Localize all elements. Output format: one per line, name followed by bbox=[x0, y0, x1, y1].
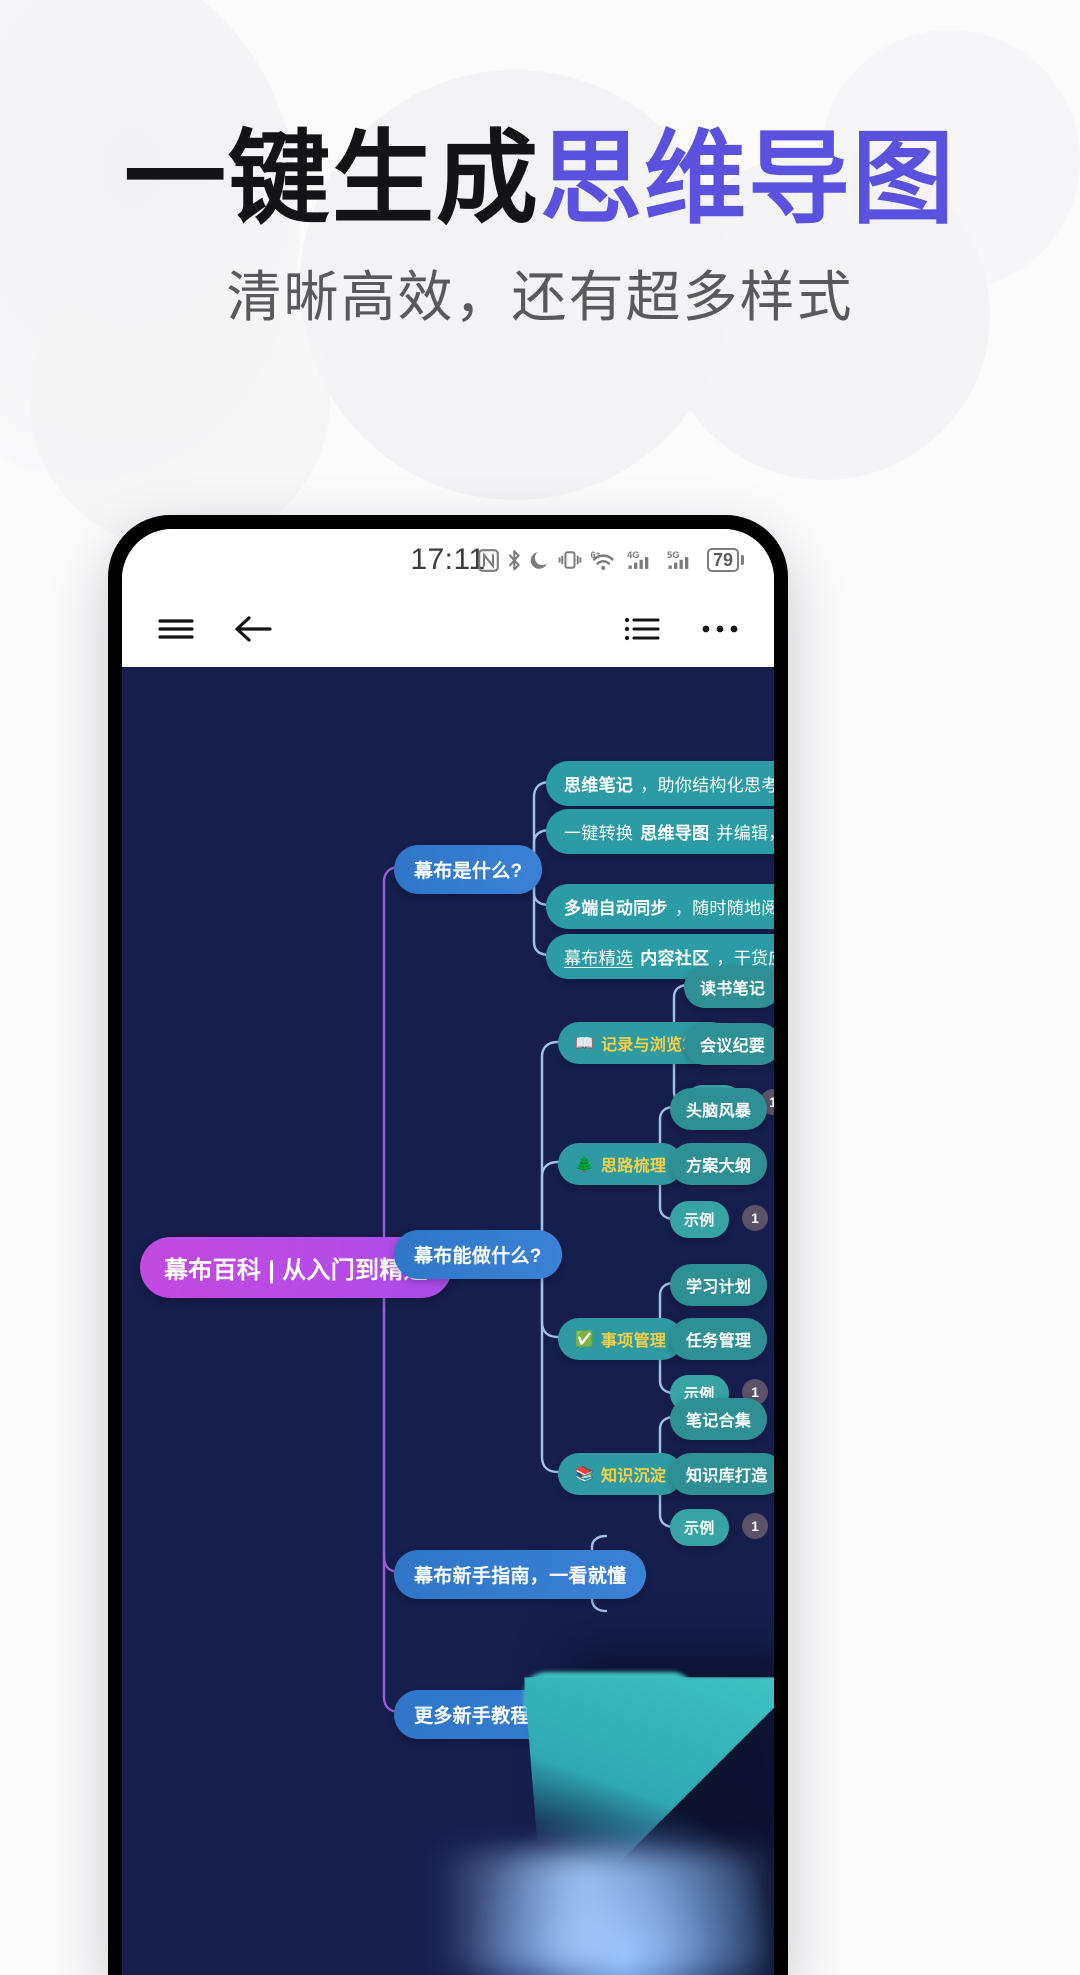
status-clock: 17:11 bbox=[410, 543, 486, 576]
more-dots-icon[interactable] bbox=[700, 622, 740, 636]
item-label: 知识库打造 bbox=[686, 1468, 768, 1485]
svg-text:+: + bbox=[596, 551, 600, 558]
leaf-bold: 内容社区 bbox=[640, 949, 710, 968]
leaf-bold: 思维笔记 bbox=[564, 776, 634, 795]
book-emoji-icon: 📖 bbox=[575, 1034, 594, 1052]
leaf-bold: 多端自动同步 bbox=[564, 899, 668, 918]
status-bar: 17:11 6 + bbox=[122, 529, 774, 591]
item-label: 笔记合集 bbox=[686, 1413, 752, 1430]
leaf-bold: 思维导图 bbox=[640, 824, 710, 843]
promo-headline-accent: 思维导图 bbox=[540, 122, 956, 236]
mindmap-item-node[interactable]: 方案大纲 bbox=[670, 1143, 768, 1185]
outline-list-icon[interactable] bbox=[622, 613, 662, 645]
svg-text:4G: 4G bbox=[627, 550, 640, 561]
nfc-icon bbox=[478, 548, 499, 572]
mindmap-example-node[interactable]: 示例 bbox=[670, 1201, 729, 1238]
mindmap-item-node[interactable]: 笔记合集 bbox=[670, 1398, 768, 1440]
background-decoration bbox=[0, 0, 1080, 550]
example-label: 示例 bbox=[684, 1212, 715, 1229]
item-label: 方案大纲 bbox=[686, 1158, 752, 1175]
badge-count: 1 bbox=[751, 1384, 759, 1400]
signal-4g-icon: 4G bbox=[627, 549, 659, 572]
mindmap-item-node[interactable]: 任务管理 bbox=[670, 1318, 768, 1360]
leaf-bold-pre: 一键转换 bbox=[564, 824, 634, 843]
svg-text:6: 6 bbox=[590, 550, 595, 560]
mindmap-node-label: 幕布新手指南，一看就懂 bbox=[414, 1566, 627, 1587]
mindmap-node-label: 幕布能做什么? bbox=[414, 1246, 542, 1267]
badge-count: 1 bbox=[751, 1518, 759, 1534]
do-not-disturb-moon-icon bbox=[530, 550, 550, 571]
mindmap-group-node[interactable]: ✅ 事项管理 bbox=[558, 1318, 684, 1360]
mindmap-canvas[interactable]: 幕布百科 | 从入门到精通 幕布是什么? 思维笔记，助你结构化思考 一键转换思维… bbox=[122, 667, 774, 1975]
mindmap-item-node[interactable]: 会议纪要 bbox=[684, 1023, 774, 1065]
app-toolbar bbox=[122, 591, 774, 667]
mindmap-item-node[interactable]: 知识库打造 bbox=[670, 1453, 774, 1495]
bluetooth-icon bbox=[507, 549, 522, 572]
mindmap-group-node[interactable]: 📚 知识沉淀 bbox=[558, 1453, 684, 1495]
leaf-rest: ，助你结构化思考 bbox=[640, 776, 774, 795]
mindmap-node-beginner-guide[interactable]: 幕布新手指南，一看就懂 bbox=[394, 1550, 647, 1599]
leaf-link[interactable]: 幕布精选 bbox=[564, 949, 634, 968]
example-label: 示例 bbox=[684, 1520, 715, 1537]
phone-mockup: 17:11 6 + bbox=[108, 515, 788, 1975]
battery-icon: 79 bbox=[706, 548, 744, 572]
background-blob bbox=[30, 250, 330, 550]
group-label: 知识沉淀 bbox=[600, 1468, 667, 1485]
phone-screen: 17:11 6 + bbox=[122, 529, 774, 1975]
background-blob bbox=[820, 30, 1080, 290]
mindmap-node-what-can-do[interactable]: 幕布能做什么? bbox=[394, 1230, 562, 1279]
books-emoji-icon: 📚 bbox=[575, 1465, 594, 1483]
signal-5g-icon: 5G bbox=[667, 549, 699, 572]
item-label: 学习计划 bbox=[686, 1279, 752, 1296]
item-label: 会议纪要 bbox=[700, 1038, 766, 1055]
item-label: 任务管理 bbox=[686, 1333, 752, 1350]
leaf-rest: ，随时随地阅读创作 bbox=[674, 899, 774, 918]
group-label: 思路梳理 bbox=[600, 1158, 667, 1175]
leaf-rest: 并编辑，知识可视化 bbox=[716, 824, 774, 843]
collapsed-children-badge[interactable]: 1 bbox=[742, 1513, 768, 1539]
badge-count: 1 bbox=[751, 1210, 759, 1226]
background-blob bbox=[300, 70, 730, 500]
svg-text:5G: 5G bbox=[667, 550, 680, 561]
item-label: 读书笔记 bbox=[700, 981, 766, 998]
group-label: 事项管理 bbox=[600, 1333, 667, 1350]
vibrate-icon bbox=[558, 549, 582, 571]
mindmap-node-what-is[interactable]: 幕布是什么? bbox=[394, 845, 543, 894]
hamburger-menu-icon[interactable] bbox=[156, 614, 196, 644]
badge-count: 1 bbox=[769, 1094, 774, 1110]
wifi-6-icon: 6 + bbox=[590, 549, 619, 572]
battery-cap bbox=[741, 555, 744, 565]
promo-subhead: 清晰高效，还有超多样式 bbox=[226, 266, 854, 328]
mindmap-item-node[interactable]: 学习计划 bbox=[670, 1264, 768, 1306]
item-label: 头脑风暴 bbox=[686, 1103, 752, 1120]
mindmap-leaf-node[interactable]: 思维笔记 ，助你结构化思考 bbox=[546, 761, 774, 806]
leaf-rest: ，干货应有尽有 bbox=[716, 949, 774, 968]
mindmap-example-node[interactable]: 示例 bbox=[670, 1509, 729, 1546]
mindmap-node-label: 幕布是什么? bbox=[414, 861, 523, 882]
mindmap-item-node[interactable]: 头脑风暴 bbox=[670, 1088, 768, 1130]
mindmap-item-node[interactable]: 读书笔记 bbox=[684, 966, 774, 1008]
mindmap-root-label: 幕布百科 | 从入门到精通 bbox=[164, 1257, 428, 1284]
mindmap-group-node[interactable]: 🌲 思路梳理 bbox=[558, 1143, 684, 1185]
tree-emoji-icon: 🌲 bbox=[575, 1155, 594, 1173]
battery-percent: 79 bbox=[706, 548, 739, 572]
status-icon-group: 6 + 4G bbox=[478, 529, 744, 591]
collapsed-children-badge[interactable]: 1 bbox=[742, 1205, 768, 1231]
back-arrow-icon[interactable] bbox=[232, 613, 274, 645]
teal-node-glow bbox=[524, 1672, 694, 1726]
promo-headline-dark: 一键生成 bbox=[124, 122, 540, 236]
check-emoji-icon: ✅ bbox=[575, 1330, 594, 1348]
mindmap-leaf-node[interactable]: 多端自动同步 ，随时随地阅读创作 bbox=[546, 884, 774, 929]
promo-headline: 一键生成思维导图 bbox=[0, 122, 1080, 236]
